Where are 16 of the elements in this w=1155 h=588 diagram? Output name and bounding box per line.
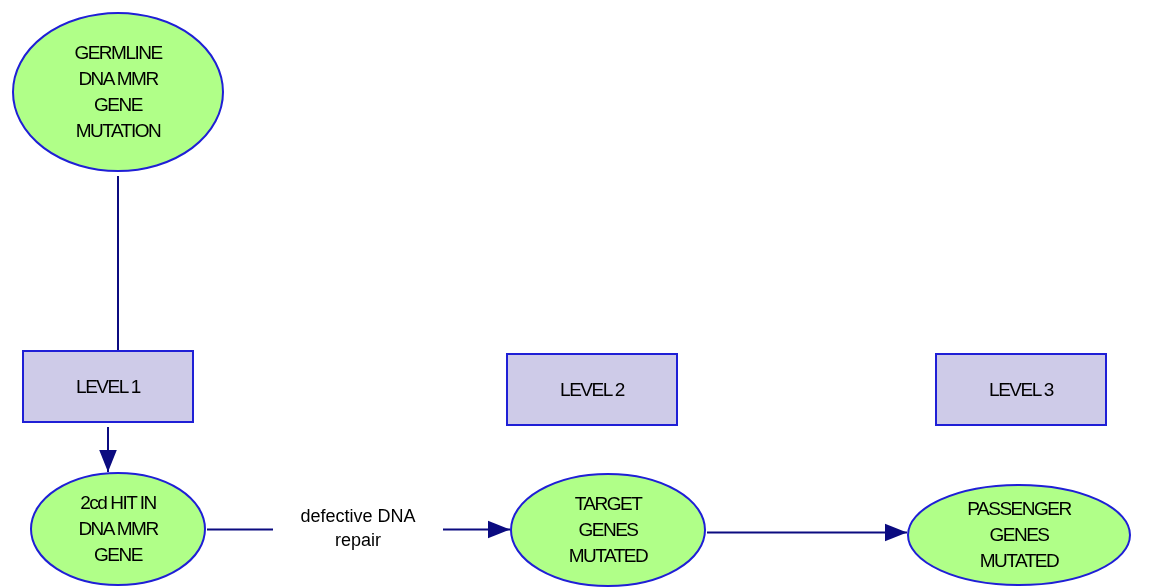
level-box [22, 350, 194, 423]
level-box [506, 353, 678, 426]
process-ellipse [12, 12, 224, 172]
process-ellipse [907, 484, 1131, 586]
arrow [99, 426, 117, 473]
arrow [706, 523, 908, 542]
node-label: LEVEL 3 [988, 377, 1055, 402]
process-ellipse [510, 473, 706, 587]
node-label: PASSENGER GENES MUTATED [966, 497, 1072, 573]
node-label: 2cd HIT IN DNA MMR GENE [77, 491, 159, 567]
node-label: GERMLINE DNA MMR GENE MUTATION [73, 41, 164, 143]
level-box [935, 353, 1107, 426]
node-label: LEVEL 1 [75, 374, 142, 399]
node-label: TARGET GENES MUTATED [567, 492, 649, 568]
node-label: LEVEL 2 [559, 377, 626, 402]
process-ellipse [30, 472, 206, 586]
